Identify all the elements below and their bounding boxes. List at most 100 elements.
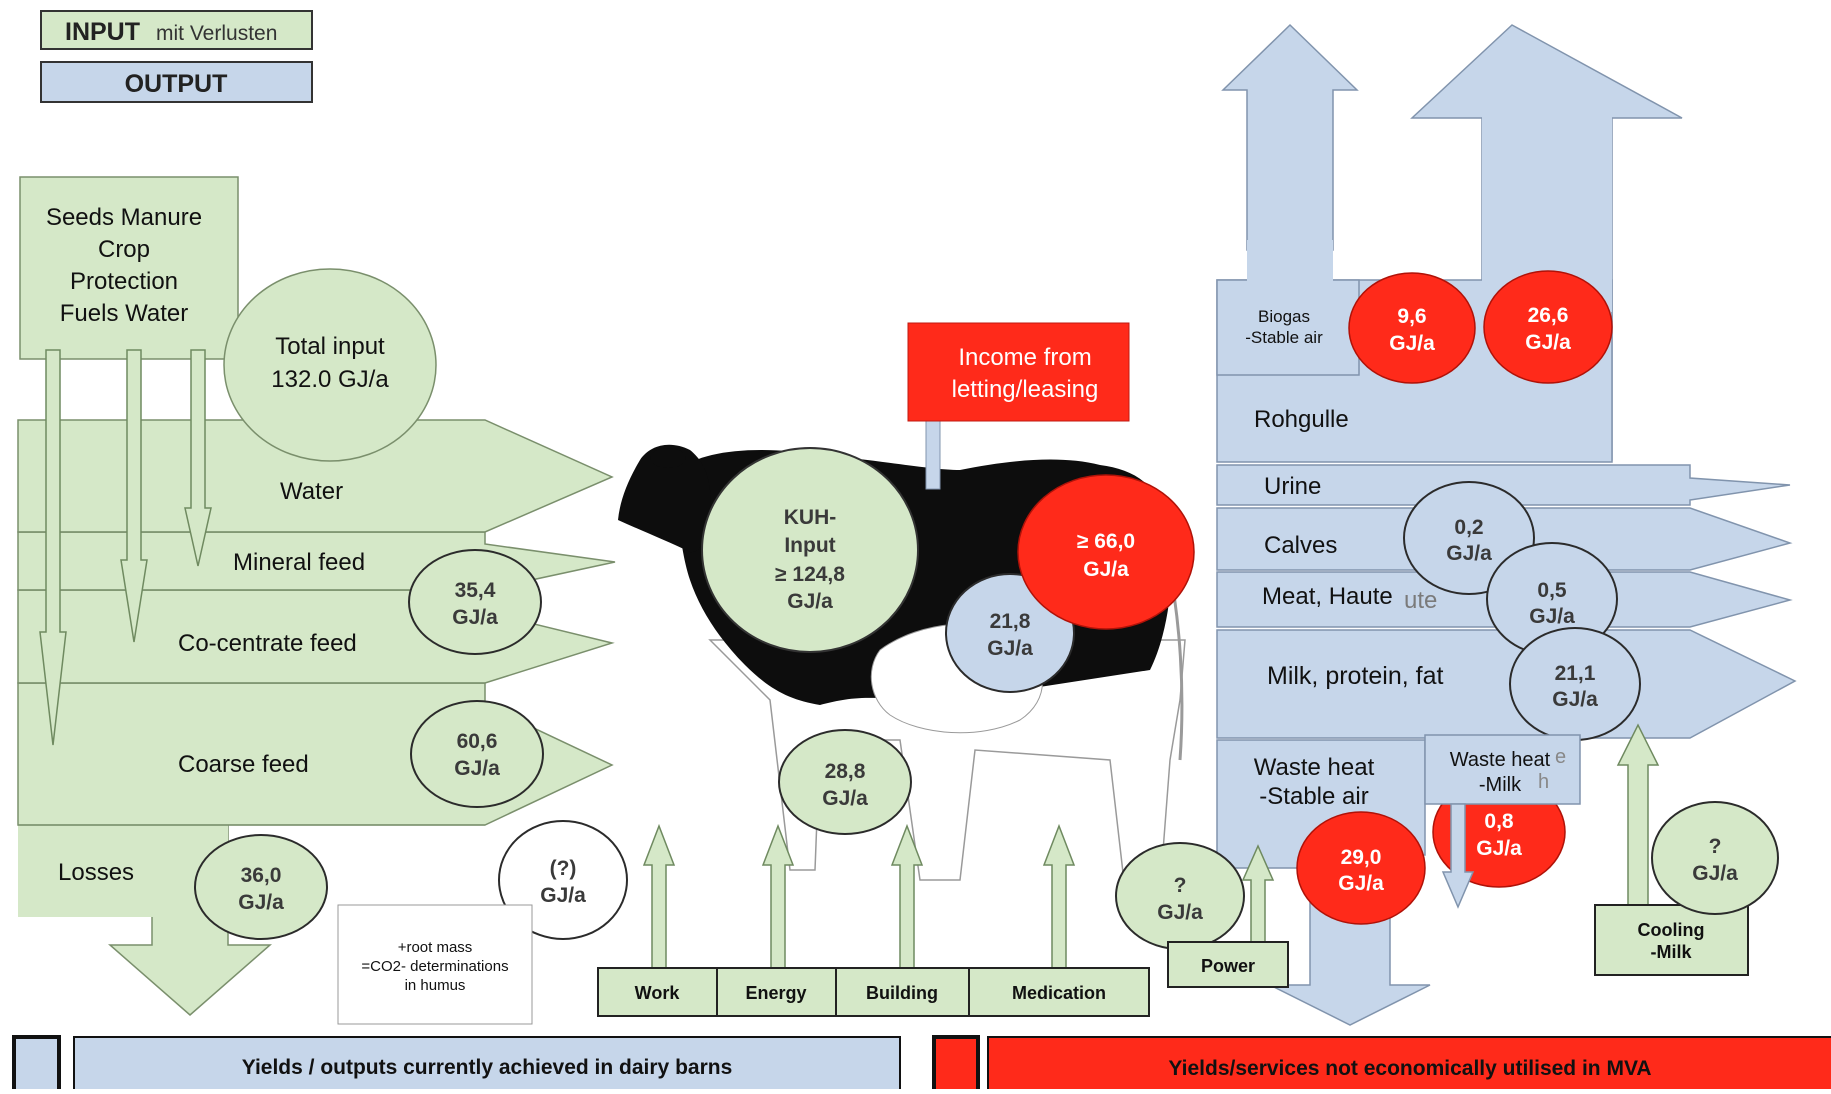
- kuh-input-line-4: GJ/a: [787, 590, 833, 613]
- unknown-value: (?): [550, 857, 577, 880]
- income-line-2: letting/leasing: [952, 376, 1099, 403]
- waste-heat-milk-red-value: 0,8: [1484, 810, 1514, 833]
- footer-red-swatch: [932, 1035, 980, 1094]
- legend-output-swatch: [40, 61, 313, 103]
- income-line-1: Income from: [958, 344, 1091, 371]
- cooling-line-1: Cooling: [1638, 920, 1705, 940]
- waste-heat-air-red-unit: GJ/a: [1338, 872, 1384, 895]
- kuh-input-line-2: Input: [784, 534, 835, 557]
- waste-ghost-1: e: [1555, 746, 1566, 768]
- biogas-red-unit-2: GJ/a: [1525, 331, 1571, 354]
- waste-heat-air-red-circle: [1296, 811, 1426, 925]
- cow-output-blue-unit: GJ/a: [987, 637, 1033, 660]
- aux-input-circle: [778, 729, 912, 835]
- input-section: Seeds Manure Crop Protection Fuels Water…: [17, 176, 628, 1025]
- footer-legend: Yields / outputs currently achieved in d…: [12, 1035, 1831, 1094]
- footer-blue-swatch: [12, 1035, 61, 1094]
- medication-up-arrow: [1042, 823, 1076, 969]
- mineral-feed-label: Mineral feed: [233, 549, 365, 576]
- aux-input-unit: GJ/a: [822, 787, 868, 810]
- biogas-red-circle-1: [1348, 272, 1476, 384]
- biogas-column: [1247, 240, 1333, 285]
- waste-heat-air-line-1: Waste heat: [1254, 754, 1375, 781]
- meat-value: 0,5: [1537, 579, 1567, 602]
- work-up-arrow: [642, 823, 676, 969]
- unknown-unit: GJ/a: [540, 884, 586, 907]
- aux-input-value: 28,8: [825, 760, 866, 783]
- coarse-unit: GJ/a: [454, 757, 500, 780]
- down-arrow-2: [120, 349, 148, 643]
- biogas-line-2: -Stable air: [1245, 328, 1323, 347]
- waste-heat-milk-down-arrow: [1441, 803, 1475, 909]
- coarse-value: 60,6: [457, 730, 498, 753]
- cow-output-blue-value: 21,8: [990, 610, 1031, 633]
- urine-label: Urine: [1264, 473, 1321, 500]
- root-mass-line-3: in humus: [405, 977, 466, 994]
- calves-label: Calves: [1264, 532, 1337, 559]
- aux-energy-label: Energy: [745, 983, 806, 1003]
- root-mass-note: [337, 904, 533, 1025]
- power-up-arrow: [1241, 844, 1275, 943]
- power-unit: GJ/a: [1157, 901, 1203, 924]
- cooling-box: [1594, 904, 1749, 976]
- aux-inputs-bar: [597, 967, 1150, 1017]
- input-sources-line-1: Seeds Manure: [46, 204, 202, 231]
- urine-arrow: [1216, 464, 1791, 506]
- biogas-red-unit-1: GJ/a: [1389, 332, 1435, 355]
- cow-head: [618, 444, 711, 553]
- feed-value-circle: [408, 549, 542, 655]
- losses-value: 36,0: [241, 864, 282, 887]
- legend-input-label: INPUT: [65, 18, 140, 46]
- kuh-input-line-3: ≥ 124,8: [775, 563, 845, 586]
- waste-heat-milk-box: [1424, 734, 1581, 805]
- waste-heat-milk-red-unit: GJ/a: [1476, 837, 1522, 860]
- cooling-value: ?: [1709, 835, 1722, 858]
- input-sources-line-2: Crop: [98, 236, 150, 263]
- input-sources-line-3: Protection: [70, 268, 178, 295]
- waste-heat-milk-line-2: -Milk: [1479, 774, 1522, 796]
- cow-output-red-value: ≥ 66,0: [1077, 530, 1135, 553]
- milk-label: Milk, protein, fat: [1267, 662, 1444, 690]
- feed-value: 35,4: [455, 579, 496, 602]
- meat-unit: GJ/a: [1529, 605, 1575, 628]
- waste-heat-air-red-value: 29,0: [1341, 846, 1382, 869]
- coarse-feed-label: Coarse feed: [178, 751, 309, 778]
- footer-blue-label: Yields / outputs currently achieved in d…: [242, 1056, 733, 1079]
- legend-input-sublabel: mit Verlusten: [156, 22, 277, 45]
- waste-heat-air-line-2: -Stable air: [1259, 783, 1368, 810]
- cow-output-red-unit: GJ/a: [1083, 558, 1129, 581]
- power-label: Power: [1201, 956, 1255, 976]
- footer-blue-bar: [73, 1036, 901, 1094]
- cooling-unit: GJ/a: [1692, 862, 1738, 885]
- power-box: [1167, 941, 1289, 988]
- aux-work-label: Work: [635, 983, 681, 1003]
- income-pole: [925, 412, 941, 490]
- aux-building-label: Building: [866, 983, 938, 1003]
- losses-label: Losses: [58, 859, 134, 886]
- income-box: [907, 322, 1130, 422]
- cow-output-red-circle: [1017, 474, 1195, 630]
- milk-arrow: [1216, 629, 1797, 739]
- kuh-input-circle: [701, 447, 919, 653]
- energy-up-arrow: [761, 823, 795, 969]
- concentrate-feed-label: Co-centrate feed: [178, 630, 357, 657]
- input-sources-box: [19, 176, 239, 360]
- losses-value-circle: [194, 834, 328, 940]
- power-value: ?: [1174, 874, 1187, 897]
- meat-label: Meat, Haute: [1262, 583, 1393, 610]
- legend-output-label: OUTPUT: [125, 70, 228, 98]
- waste-ghost-2: h: [1538, 771, 1549, 793]
- cow-energy-section: KUH- Input ≥ 124,8 GJ/a 21,8 GJ/a ≥ 66,0…: [597, 322, 1195, 1017]
- milk-value: 21,1: [1555, 662, 1596, 685]
- feed-unit: GJ/a: [452, 606, 498, 629]
- cooling-up-arrow: [1616, 723, 1660, 906]
- total-input-circle: [223, 268, 437, 462]
- root-mass-line-1: +root mass: [398, 939, 473, 956]
- total-input-value: 132.0 GJ/a: [271, 366, 389, 393]
- meat-ghost-label: ute: [1404, 587, 1437, 614]
- water-label: Water: [280, 478, 343, 505]
- aux-medication-label: Medication: [1012, 983, 1106, 1003]
- legend: INPUT mit Verlusten OUTPUT: [40, 10, 313, 103]
- input-sources-line-4: Fuels Water: [60, 300, 188, 327]
